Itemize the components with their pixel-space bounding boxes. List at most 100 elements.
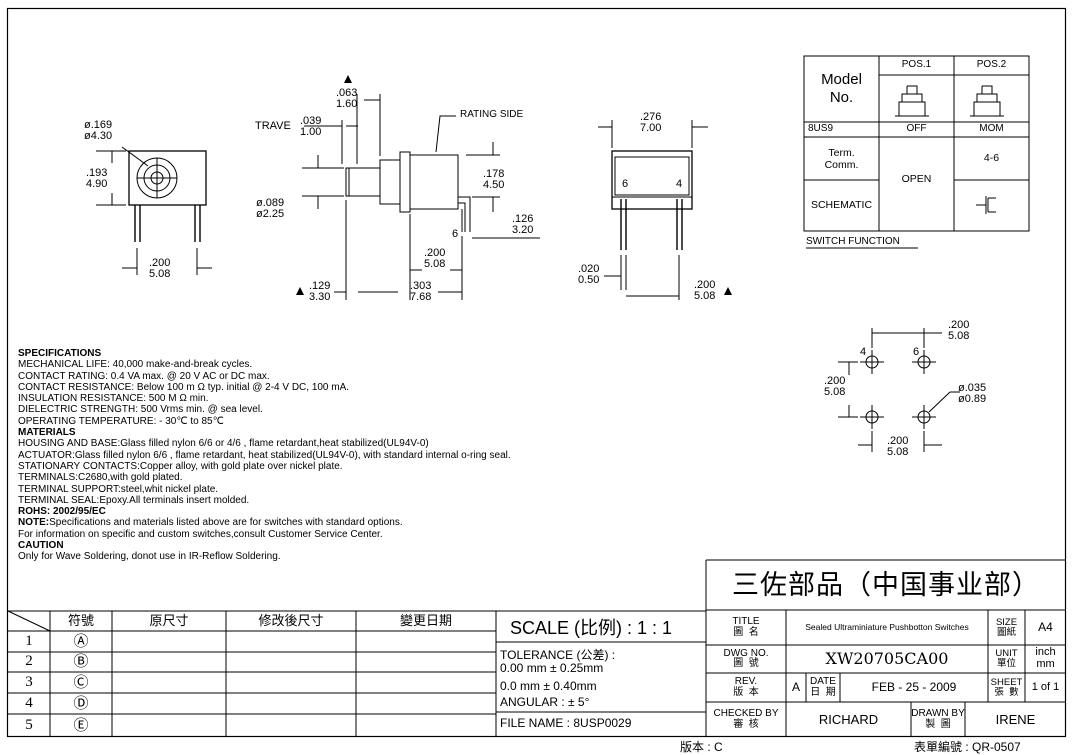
open-label: OPEN — [901, 172, 932, 185]
side-terminal-dim: .126 3.20 — [512, 214, 533, 236]
dim-value: 0.50 — [578, 274, 600, 286]
switch-function-caption: SWITCH FUNCTION — [806, 236, 900, 247]
rev-header-date: 變更日期 — [399, 613, 452, 629]
date-value: FEB - 25 - 2009 — [871, 680, 957, 695]
revision-row-symbol: Ⓔ — [73, 716, 89, 734]
dim-value: 3.30 — [309, 291, 331, 303]
dim-value: 4.50 — [483, 179, 505, 191]
spec-line: Only for Wave Soldering, donot use in IR… — [18, 551, 281, 563]
dim-value: .200 — [887, 435, 909, 447]
layout-pin6-label: 6 — [913, 346, 920, 358]
dim-value: .200 — [149, 257, 171, 269]
front-view — [96, 146, 212, 275]
spec-line: CONTACT RATING: 0.4 VA max. @ 20 V AC or… — [18, 370, 270, 382]
spec-line: STATIONARY CONTACTS:Copper alloy, with g… — [18, 460, 343, 472]
scale-label: SCALE (比例) : 1 : 1 — [510, 618, 673, 638]
angular-tolerance: ANGULAR : ± 5° — [500, 695, 590, 709]
dim-value: 5.08 — [424, 258, 446, 270]
title-label: TITLE 圖 名 — [732, 616, 760, 638]
rev-value: A — [791, 680, 800, 695]
dim-value: 5.08 — [824, 386, 846, 398]
side-pin-dia-dim: ø.089 ø2.25 — [256, 198, 284, 220]
version-footer: 版本 : C — [680, 740, 723, 754]
sheet-label: SHEET 張 數 — [990, 676, 1023, 698]
spec-line: TERMINAL SEAL:Epoxy.All terminals insert… — [18, 494, 250, 506]
spec-line: CAUTION — [18, 540, 64, 552]
spec-line: TERMINALS:C2680,with gold plated. — [18, 472, 183, 484]
dim-value: .020 — [578, 263, 600, 275]
tolerance-line-2: 0.0 mm ± 0.40mm — [500, 679, 597, 693]
trave-label: TRAVE — [255, 120, 291, 132]
layout-pitch-dim: .200 5.08 — [948, 320, 969, 342]
spec-line: CONTACT RESISTANCE: Below 100 m Ω typ. i… — [18, 381, 350, 393]
spec-line: SPECIFICATIONS — [18, 348, 102, 359]
spec-line: OPERATING TEMPERATURE: - 30℃ to 85℃ — [18, 415, 224, 427]
dim-value: .063 — [336, 87, 358, 99]
drawn-by-label: DRAWN BY 製 圖 — [911, 708, 965, 730]
rev-label: REV. 版 本 — [733, 676, 759, 698]
dim-value: 1.60 — [336, 98, 358, 110]
side-left-dim: .129 3.30 — [309, 281, 330, 303]
spec-line: ROHS: 2002/95/EC — [18, 506, 106, 518]
term-comm-label: Term. Comm. — [824, 146, 859, 171]
unit-label: UNIT 單位 — [995, 648, 1018, 669]
spec-line: MECHANICAL LIFE: 40,000 make-and-break c… — [18, 359, 253, 371]
layout-bottom-dim: .200 5.08 — [887, 436, 908, 458]
dim-value: 5.08 — [149, 268, 171, 280]
dwg-no-value: XW20705CA00 — [825, 648, 949, 668]
rev-header-original: 原尺寸 — [149, 613, 189, 629]
pos2-header: POS.2 — [976, 59, 1007, 71]
dim-value: 3.20 — [512, 224, 534, 236]
end-pitch-dim: .200 5.08 — [694, 280, 715, 302]
dim-value: ø.089 — [256, 197, 285, 209]
dim-value: ø.169 — [84, 119, 113, 131]
end-pin6-label: 6 — [622, 178, 629, 190]
spec-line: For information on specific and custom s… — [18, 528, 383, 540]
revision-row-symbol: Ⓒ — [73, 673, 89, 691]
end-thickness-dim: .020 0.50 — [578, 264, 599, 286]
date-label: DATE 日 期 — [810, 676, 836, 698]
side-pitch-dim: .200 5.08 — [424, 248, 445, 270]
side-pin-label: 6 — [452, 228, 459, 240]
dim-value: .303 — [410, 280, 432, 292]
layout-hole-dim: ø.035 ø0.89 — [958, 383, 986, 405]
rev-header-modified: 修改後尺寸 — [258, 613, 324, 629]
dim-value: ø.035 — [958, 382, 987, 394]
dim-value: .200 — [694, 279, 716, 291]
tolerance-line-1: 0.00 mm ± 0.25mm — [500, 661, 604, 675]
term-value: 4-6 — [983, 151, 1000, 164]
dim-value: 7.68 — [410, 291, 432, 303]
layout-vertical-dim: .200 5.08 — [824, 376, 845, 398]
spec-line: HOUSING AND BASE:Glass filled nylon 6/6 … — [18, 438, 429, 450]
schematic-label: SCHEMATIC — [810, 198, 873, 211]
revision-row-number: 4 — [25, 694, 33, 711]
side-trave-dim: .039 1.00 — [300, 116, 321, 138]
pcb-layout — [838, 328, 960, 452]
layout-pin4-label: 4 — [860, 346, 867, 358]
function-table-lines — [803, 55, 1030, 249]
end-width-dim: .276 7.00 — [640, 112, 661, 134]
dim-value: ø2.25 — [256, 208, 285, 220]
drawn-by-value: IRENE — [995, 711, 1036, 727]
company-name: 三佐部品（中国事业部） — [732, 569, 1040, 600]
dim-value: ø4.30 — [84, 130, 113, 142]
spec-line: NOTE:Specifications and materials listed… — [18, 517, 511, 528]
spec-line-label: NOTE: — [18, 517, 50, 529]
end-view — [598, 120, 708, 300]
dim-value: 1.00 — [300, 126, 322, 138]
unit-value: inch mm — [1035, 646, 1056, 670]
dwg-no-label: DWG NO. 圖 號 — [723, 647, 769, 669]
end-pin4-label: 4 — [676, 178, 683, 190]
front-height-dim: .193 4.90 — [86, 168, 107, 190]
revision-row-number: 2 — [25, 653, 33, 670]
spec-line: DIELECTRIC STRENGTH: 500 Vrms min. @ sea… — [18, 404, 263, 416]
dim-value: 5.08 — [948, 330, 970, 342]
rev-header-symbol: 符號 — [67, 613, 94, 629]
revision-row-number: 3 — [25, 673, 33, 690]
pos2-state: MOM — [979, 123, 1004, 135]
dim-value: .039 — [300, 115, 322, 127]
dim-value: .129 — [309, 280, 331, 292]
side-view — [302, 94, 540, 300]
